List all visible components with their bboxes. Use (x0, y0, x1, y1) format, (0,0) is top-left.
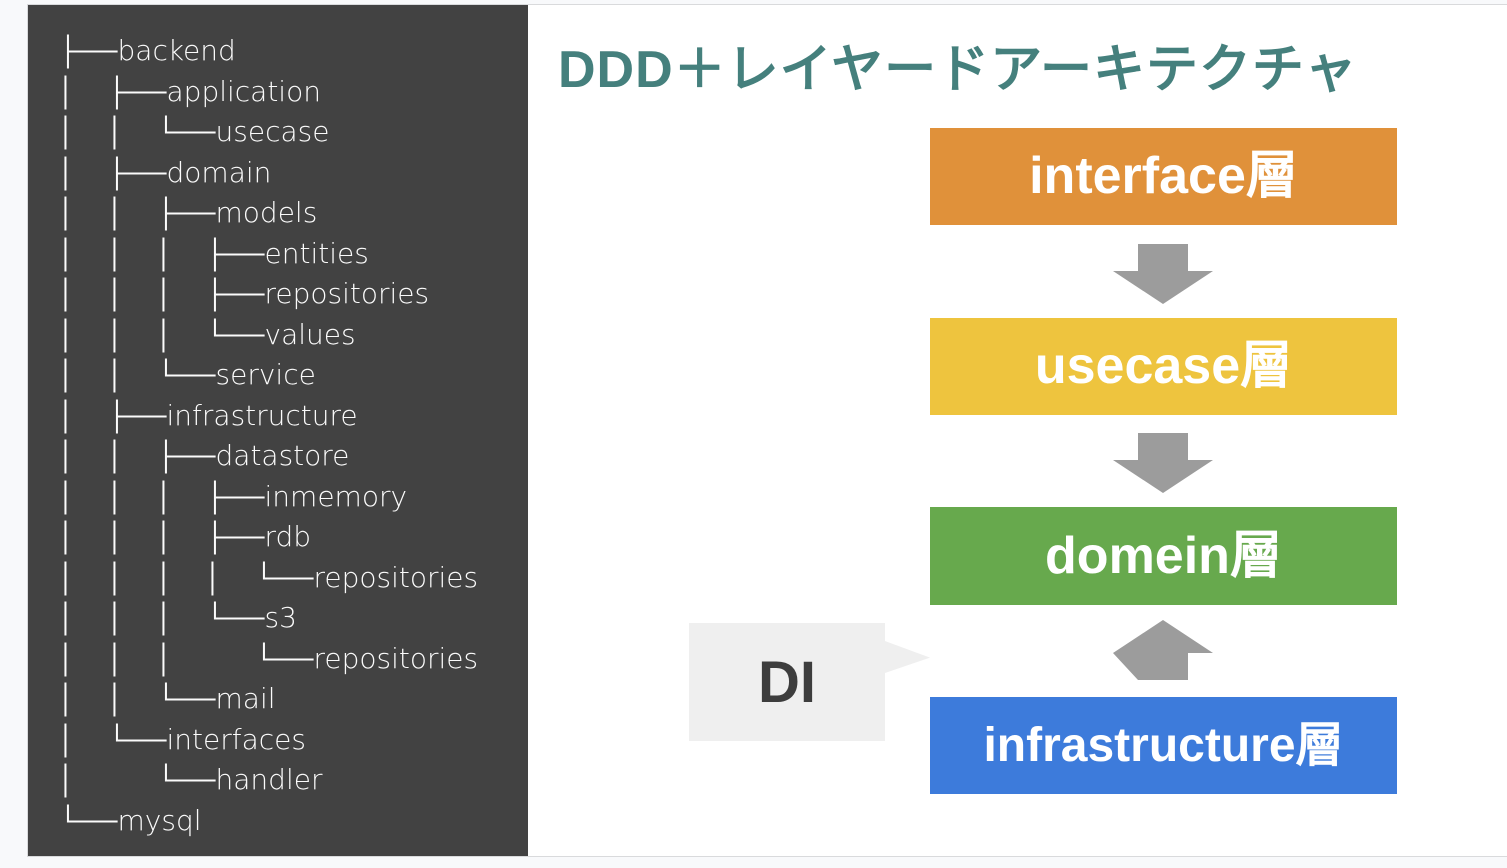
tree-guide-line: │ (58, 358, 76, 391)
layer-box-interface: interface層 (930, 128, 1397, 225)
tree-row: │ │ └──mail (58, 679, 528, 720)
tree-guide-line: │ (58, 722, 76, 756)
tree-guide-line: │ (58, 763, 76, 796)
tree-node-label: ├──domain (107, 155, 272, 189)
tree-row: │ │ │ ├──rdb (58, 517, 528, 558)
tree-guide-line: │ (107, 520, 125, 553)
tree-guide-line: │ (107, 317, 125, 351)
tree-node-label: └──handler (156, 763, 323, 796)
tree-node-label: └──repositories (254, 641, 479, 675)
tree-guide-line: │ (156, 479, 174, 513)
tree-guide-line: │ (156, 236, 174, 270)
tree-guide-line: │ (58, 115, 76, 148)
tree-guide-line: │ (156, 520, 174, 553)
tree-row: │ └──handler (58, 760, 528, 801)
tree-node-label: └──values (205, 317, 356, 351)
tree-node-label: ├──repositories (205, 277, 430, 310)
tree-node-label: └──service (156, 358, 316, 391)
tree-guide-line: │ (107, 601, 125, 634)
layer-box-infrastructure: infrastructure層 (930, 697, 1397, 794)
tree-node-label: ├──infrastructure (107, 398, 358, 432)
tree-node-label: ├──rdb (205, 520, 312, 553)
tree-row: │ │ └──usecase (58, 112, 528, 153)
tree-row: │ │ │ ├──entities (58, 234, 528, 275)
tree-row: │ └──interfaces (58, 720, 528, 761)
tree-guide-line: │ (58, 74, 76, 108)
slide-canvas: ├──backend │ ├──application │ │ └──usecase │ ├─… (27, 4, 1507, 857)
down-arrow-icon (1113, 433, 1213, 493)
tree-node-label: └──mysql (58, 803, 202, 837)
up-arrow-icon (1113, 620, 1213, 680)
tree-row: │ │ │ └──values (58, 315, 528, 356)
tree-guide-gap (205, 639, 254, 680)
tree-guide-line: │ (58, 196, 76, 229)
tree-guide-line: │ (156, 560, 174, 594)
tree-node-label: └──mail (156, 682, 276, 715)
tree-guide-line: │ (107, 196, 125, 229)
tree-guide-line: │ (107, 682, 125, 715)
di-callout: DI (689, 623, 885, 741)
tree-node-label: ├──models (156, 196, 318, 229)
tree-guide-line: │ (107, 236, 125, 270)
tree-row: ├──backend (58, 31, 528, 72)
tree-guide-line: │ (58, 155, 76, 189)
tree-row: │ │ │ ├──repositories (58, 274, 528, 315)
tree-node-label: ├──datastore (156, 439, 350, 472)
tree-node-label: ├──inmemory (205, 479, 408, 513)
tree-node-label: ├──application (107, 74, 321, 108)
tree-guide-line: │ (107, 277, 125, 310)
tree-rows: ├──backend │ ├──application │ │ └──usecase │ ├─… (58, 31, 528, 841)
tree-row: │ │ ├──datastore (58, 436, 528, 477)
bottom-gutter (0, 857, 1507, 868)
tree-row: │ │ │ ├──inmemory (58, 477, 528, 518)
tree-row: │ ├──infrastructure (58, 396, 528, 437)
tree-guide-line: │ (205, 560, 223, 594)
tree-node-label: └──s3 (205, 601, 297, 634)
tree-guide-line: │ (107, 115, 125, 148)
tree-node-label: └──interfaces (107, 722, 306, 756)
tree-guide-gap (107, 760, 156, 801)
diagram-title: DDD＋レイヤードアーキテクチャ (558, 41, 1358, 99)
tree-node-label: └──usecase (156, 115, 330, 148)
tree-guide-line: │ (58, 520, 76, 553)
tree-guide-line: │ (107, 560, 125, 594)
tree-guide-line: │ (58, 398, 76, 432)
tree-row: │ │ │ │ └──repositories (58, 558, 528, 599)
layer-box-usecase: usecase層 (930, 318, 1397, 415)
tree-row: │ ├──domain (58, 153, 528, 194)
tree-guide-line: │ (58, 641, 76, 675)
tree-row: │ │ └──service (58, 355, 528, 396)
di-callout-tail-icon (885, 641, 930, 673)
tree-row: │ │ ├──models (58, 193, 528, 234)
tree-guide-line: │ (156, 317, 174, 351)
tree-row: └──mysql (58, 801, 528, 842)
tree-guide-line: │ (107, 479, 125, 513)
tree-guide-line: │ (156, 641, 174, 675)
tree-guide-line: │ (156, 277, 174, 310)
tree-guide-line: │ (58, 682, 76, 715)
tree-guide-line: │ (58, 601, 76, 634)
layer-box-domein: domein層 (930, 507, 1397, 605)
tree-guide-line: │ (107, 358, 125, 391)
tree-guide-line: │ (107, 439, 125, 472)
tree-row: │ │ │ └──repositories (58, 639, 528, 680)
tree-guide-line: │ (107, 641, 125, 675)
tree-guide-line: │ (58, 236, 76, 270)
tree-row: │ ├──application (58, 72, 528, 113)
tree-row: │ │ │ └──s3 (58, 598, 528, 639)
tree-guide-line: │ (58, 317, 76, 351)
tree-guide-line: │ (58, 439, 76, 472)
tree-node-label: ├──entities (205, 236, 369, 270)
tree-guide-line: │ (58, 479, 76, 513)
tree-guide-line: │ (156, 601, 174, 634)
tree-guide-line: │ (58, 560, 76, 594)
tree-node-label: ├──backend (58, 34, 236, 67)
tree-node-label: └──repositories (254, 560, 479, 594)
directory-tree-panel: ├──backend │ ├──application │ │ └──usecase │ ├─… (28, 5, 528, 856)
down-arrow-icon (1113, 244, 1213, 304)
tree-guide-line: │ (58, 277, 76, 310)
